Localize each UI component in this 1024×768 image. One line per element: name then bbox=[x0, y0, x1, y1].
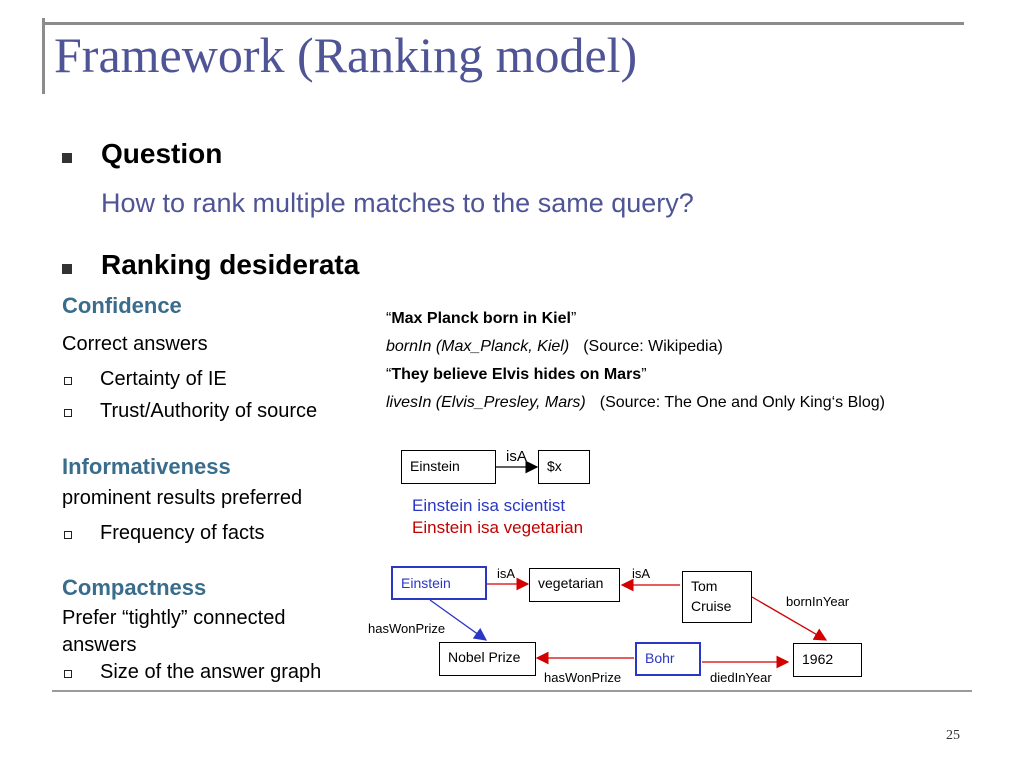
title-frame-top bbox=[42, 22, 964, 25]
page-number: 25 bbox=[946, 728, 960, 743]
example1-quote: “Max Planck born in Kiel” bbox=[386, 310, 577, 327]
edge-label-haswonprize: hasWonPrize bbox=[368, 621, 446, 636]
confidence-item: Certainty of IE bbox=[100, 368, 227, 390]
edge-label-haswonprize: hasWonPrize bbox=[544, 670, 622, 685]
confidence-item: Trust/Authority of source bbox=[100, 400, 318, 422]
informativeness-subtitle: prominent results preferred bbox=[62, 487, 303, 509]
edge-borninyear bbox=[751, 596, 828, 641]
query-result-scientist: Einstein isa scientist bbox=[412, 496, 566, 515]
compactness-item: Size of the answer graph bbox=[100, 661, 322, 683]
compactness-subtitle-line1: Prefer “tightly” connected bbox=[62, 607, 286, 629]
graph-node-vegetarian: vegetarian bbox=[529, 568, 620, 602]
slide-title: Framework (Ranking model) bbox=[54, 27, 638, 83]
graph-node-bohr: Bohr bbox=[635, 642, 701, 676]
query-edge-label: isA bbox=[506, 448, 527, 465]
graph-node-1962: 1962 bbox=[793, 643, 862, 677]
edge-label-diedinyear: diedInYear bbox=[710, 670, 772, 685]
hollow-bullet bbox=[64, 670, 72, 678]
query-node-variable: $x bbox=[538, 450, 590, 484]
footer-divider bbox=[52, 690, 972, 692]
example1-fact: bornIn (Max_Planck, Kiel)(Source: Wikipe… bbox=[386, 338, 723, 355]
graph-node-einstein: Einstein bbox=[391, 566, 487, 600]
edge-label-borninyear: bornInYear bbox=[786, 594, 850, 609]
compactness-subtitle-line2: answers bbox=[62, 634, 137, 656]
query-node-einstein: Einstein bbox=[401, 450, 496, 484]
example2-quote: “They believe Elvis hides on Mars” bbox=[386, 366, 647, 383]
informativeness-heading: Informativeness bbox=[62, 454, 231, 479]
query-result-vegetarian: Einstein isa vegetarian bbox=[412, 518, 584, 537]
hollow-bullet bbox=[64, 377, 72, 385]
edge-label-isa: isA bbox=[497, 566, 516, 581]
example2-fact: livesIn (Elvis_Presley, Mars)(Source: Th… bbox=[386, 394, 885, 411]
hollow-bullet bbox=[64, 531, 72, 539]
edge-label-isa: isA bbox=[632, 566, 651, 581]
desiderata-heading: Ranking desiderata bbox=[101, 249, 360, 280]
bullet-square bbox=[62, 153, 72, 163]
confidence-heading: Confidence bbox=[62, 293, 182, 318]
question-text: How to rank multiple matches to the same… bbox=[101, 188, 694, 218]
question-heading: Question bbox=[101, 138, 223, 169]
bullet-square bbox=[62, 264, 72, 274]
confidence-subtitle: Correct answers bbox=[62, 333, 208, 355]
edge-haswonprize-1 bbox=[429, 599, 488, 641]
compactness-heading: Compactness bbox=[62, 575, 207, 600]
informativeness-item: Frequency of facts bbox=[100, 522, 265, 544]
hollow-bullet bbox=[64, 409, 72, 417]
graph-node-nobel-prize: Nobel Prize bbox=[439, 642, 536, 676]
title-frame-left bbox=[42, 18, 45, 94]
